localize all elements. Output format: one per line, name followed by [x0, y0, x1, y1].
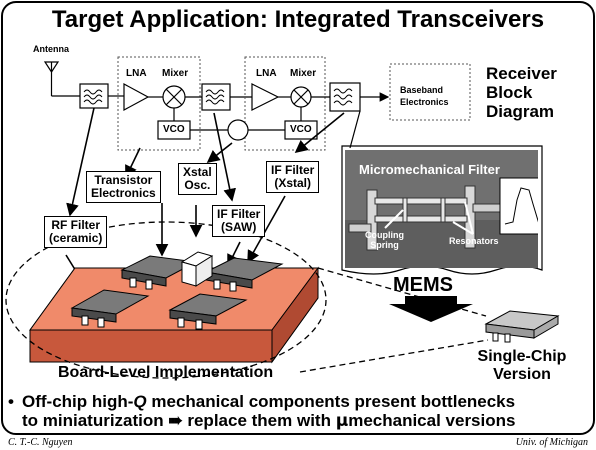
micrograph-image [345, 150, 538, 268]
single-chip-label-2: Version [493, 366, 551, 383]
receiver-block-diagram-label-1: Receiver [486, 64, 557, 83]
coupling-spring-label-1: Coupling [365, 230, 404, 240]
transistor-region [117, 56, 201, 151]
transistor-region-2 [244, 56, 326, 151]
rf-filter-block [79, 83, 109, 109]
vco1-label: VCO [163, 124, 185, 135]
board-ellipse [5, 221, 327, 379]
receiver-block-diagram-label-2: Block [486, 83, 533, 102]
board-chip-3 [168, 293, 248, 330]
summary-bullet: • Off-chip high-Q mechanical components … [8, 392, 516, 431]
crystal-cube [180, 251, 214, 287]
resonators-label: Resonators [449, 236, 499, 246]
if-filter-xstal-callout: IF Filter(Xstal) [266, 161, 320, 193]
if-saw-filter-block [201, 83, 231, 111]
antenna-label: Antenna [33, 44, 69, 54]
mems-label: MEMS [393, 274, 453, 296]
single-chip [484, 310, 560, 343]
micrograph-title: Micromechanical Filter [359, 162, 500, 177]
lna1-label: LNA [126, 68, 147, 79]
lna1-icon [123, 82, 150, 112]
coupling-spring-label-2: Spring [370, 240, 399, 250]
baseband-label-1: Baseband [400, 85, 444, 95]
board-chip-4 [204, 257, 284, 292]
mixer1-icon [162, 85, 186, 109]
baseband-box [389, 63, 471, 121]
rf-filter-callout: RF Filter(ceramic) [44, 216, 108, 248]
arrow-icon: ➠ [168, 411, 183, 430]
lna2-label: LNA [256, 68, 277, 79]
antenna-icon [43, 61, 60, 96]
vco2-label: VCO [290, 124, 312, 135]
if-xstal-filter-block [329, 82, 361, 112]
slide-title: Target Application: Integrated Transceiv… [51, 6, 545, 33]
mixer1-label: Mixer [162, 68, 189, 79]
board-level-label: Board-Level Implementation [58, 364, 274, 381]
footer-affiliation: Univ. of Michigan [515, 437, 588, 448]
footer-author: C. T.-C. Nguyen [8, 437, 73, 448]
baseband-label-2: Electronics [400, 97, 449, 107]
sem-micrograph: Micromechanical Filter Coupling Spring R… [345, 150, 538, 268]
single-chip-label-1: Single-Chip [477, 348, 567, 365]
xstal-osc-icon [227, 119, 249, 141]
receiver-block-diagram-label-3: Diagram [486, 102, 555, 121]
mixer2-icon [290, 86, 312, 108]
if-filter-saw-callout: IF Filter(SAW) [212, 205, 266, 237]
mixer2-label: Mixer [290, 68, 317, 79]
lna2-icon [251, 83, 280, 111]
mems-arrow [389, 296, 473, 322]
board-chip-1 [70, 289, 150, 328]
